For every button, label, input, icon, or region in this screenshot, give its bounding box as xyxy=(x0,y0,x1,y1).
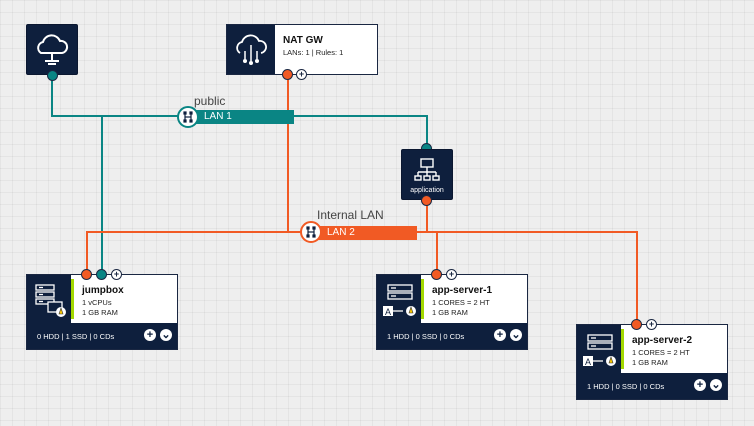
server-cpu: 1 vCPUs xyxy=(82,298,112,307)
app-server-2-internal-port[interactable] xyxy=(631,319,642,330)
server-node-jumpbox[interactable]: jumpbox 1 vCPUs 1 GB RAM 0 HDD | 1 SSD |… xyxy=(26,274,178,350)
server-storage: 1 HDD | 0 SSD | 0 CDs xyxy=(587,382,665,391)
lan2-label: Internal LAN xyxy=(317,208,384,222)
chevron-down-icon[interactable]: ⌄ xyxy=(510,329,522,341)
server-cpu: 1 CORES = 2 HT xyxy=(632,348,690,357)
lan1-switch-icon[interactable] xyxy=(177,106,199,128)
server-name: jumpbox xyxy=(82,285,124,296)
server-rack-icon: A xyxy=(583,334,616,367)
server-ram: 1 GB RAM xyxy=(82,308,118,317)
app-server-2-add-port-icon[interactable]: + xyxy=(646,319,657,330)
server-rack-icon: A xyxy=(383,284,416,317)
lan1-label: public xyxy=(194,94,226,108)
server-footer: 1 HDD | 0 SSD | 0 CDs + ⌄ xyxy=(577,373,727,399)
server-node-app-server-2[interactable]: A app-server-2 1 CORES = 2 HT 1 GB RAM 1… xyxy=(576,324,728,400)
internet-node[interactable] xyxy=(26,24,78,75)
server-name: app-server-1 xyxy=(432,285,493,296)
server-storage: 1 HDD | 0 SSD | 0 CDs xyxy=(387,332,465,341)
jumpbox-internal-port[interactable] xyxy=(81,269,92,280)
svg-text:A: A xyxy=(385,307,391,317)
nat-gateway-title: NAT GW xyxy=(283,35,323,46)
server-footer: 1 HDD | 0 SSD | 0 CDs + ⌄ xyxy=(377,323,527,349)
application-internal-port[interactable] xyxy=(421,195,432,206)
load-balancer-icon xyxy=(414,158,440,181)
server-node-app-server-1[interactable]: A app-server-1 1 CORES = 2 HT 1 GB RAM 1… xyxy=(376,274,528,350)
jumpbox-add-port-icon[interactable]: + xyxy=(111,269,122,280)
svg-text:A: A xyxy=(585,357,591,367)
internet-cloud-icon xyxy=(37,34,69,65)
nat-gateway-icon-area xyxy=(227,25,275,74)
internet-port[interactable] xyxy=(47,70,58,81)
status-indicator xyxy=(421,279,424,319)
network-switch-icon xyxy=(183,111,193,123)
application-label: application xyxy=(410,187,444,194)
application-node[interactable]: application xyxy=(401,149,453,200)
nat-gateway-subtitle: LANs: 1 | Rules: 1 xyxy=(283,48,344,57)
nat-gateway-add-port-icon[interactable]: + xyxy=(296,69,307,80)
jumpbox-public-port[interactable] xyxy=(96,269,107,280)
network-switch-icon xyxy=(306,226,316,238)
nat-gateway-port[interactable] xyxy=(282,69,293,80)
status-indicator xyxy=(621,329,624,369)
add-icon[interactable]: + xyxy=(694,379,706,391)
server-rack-icon xyxy=(35,284,66,317)
add-icon[interactable]: + xyxy=(494,329,506,341)
server-storage: 0 HDD | 1 SSD | 0 CDs xyxy=(37,332,115,341)
server-icon-area: A xyxy=(377,275,421,323)
server-ram: 1 GB RAM xyxy=(432,308,468,317)
chevron-down-icon[interactable]: ⌄ xyxy=(710,379,722,391)
lan2-bar[interactable]: LAN 2 xyxy=(309,226,417,240)
cloud-network-icon xyxy=(236,34,267,65)
server-icon-area: A xyxy=(577,325,621,373)
status-indicator xyxy=(71,279,74,319)
lan2-switch-icon[interactable] xyxy=(300,221,322,243)
nat-gateway-node[interactable]: NAT GW LANs: 1 | Rules: 1 xyxy=(226,24,378,75)
app-server-1-add-port-icon[interactable]: + xyxy=(446,269,457,280)
server-cpu: 1 CORES = 2 HT xyxy=(432,298,490,307)
public-lan-wires xyxy=(51,75,428,274)
app-server-1-internal-port[interactable] xyxy=(431,269,442,280)
server-ram: 1 GB RAM xyxy=(632,358,668,367)
chevron-down-icon[interactable]: ⌄ xyxy=(160,329,172,341)
lan1-bar[interactable]: LAN 1 xyxy=(186,110,294,124)
server-footer: 0 HDD | 1 SSD | 0 CDs + ⌄ xyxy=(27,323,177,349)
server-name: app-server-2 xyxy=(632,335,693,346)
server-icon-area xyxy=(27,275,71,323)
add-icon[interactable]: + xyxy=(144,329,156,341)
